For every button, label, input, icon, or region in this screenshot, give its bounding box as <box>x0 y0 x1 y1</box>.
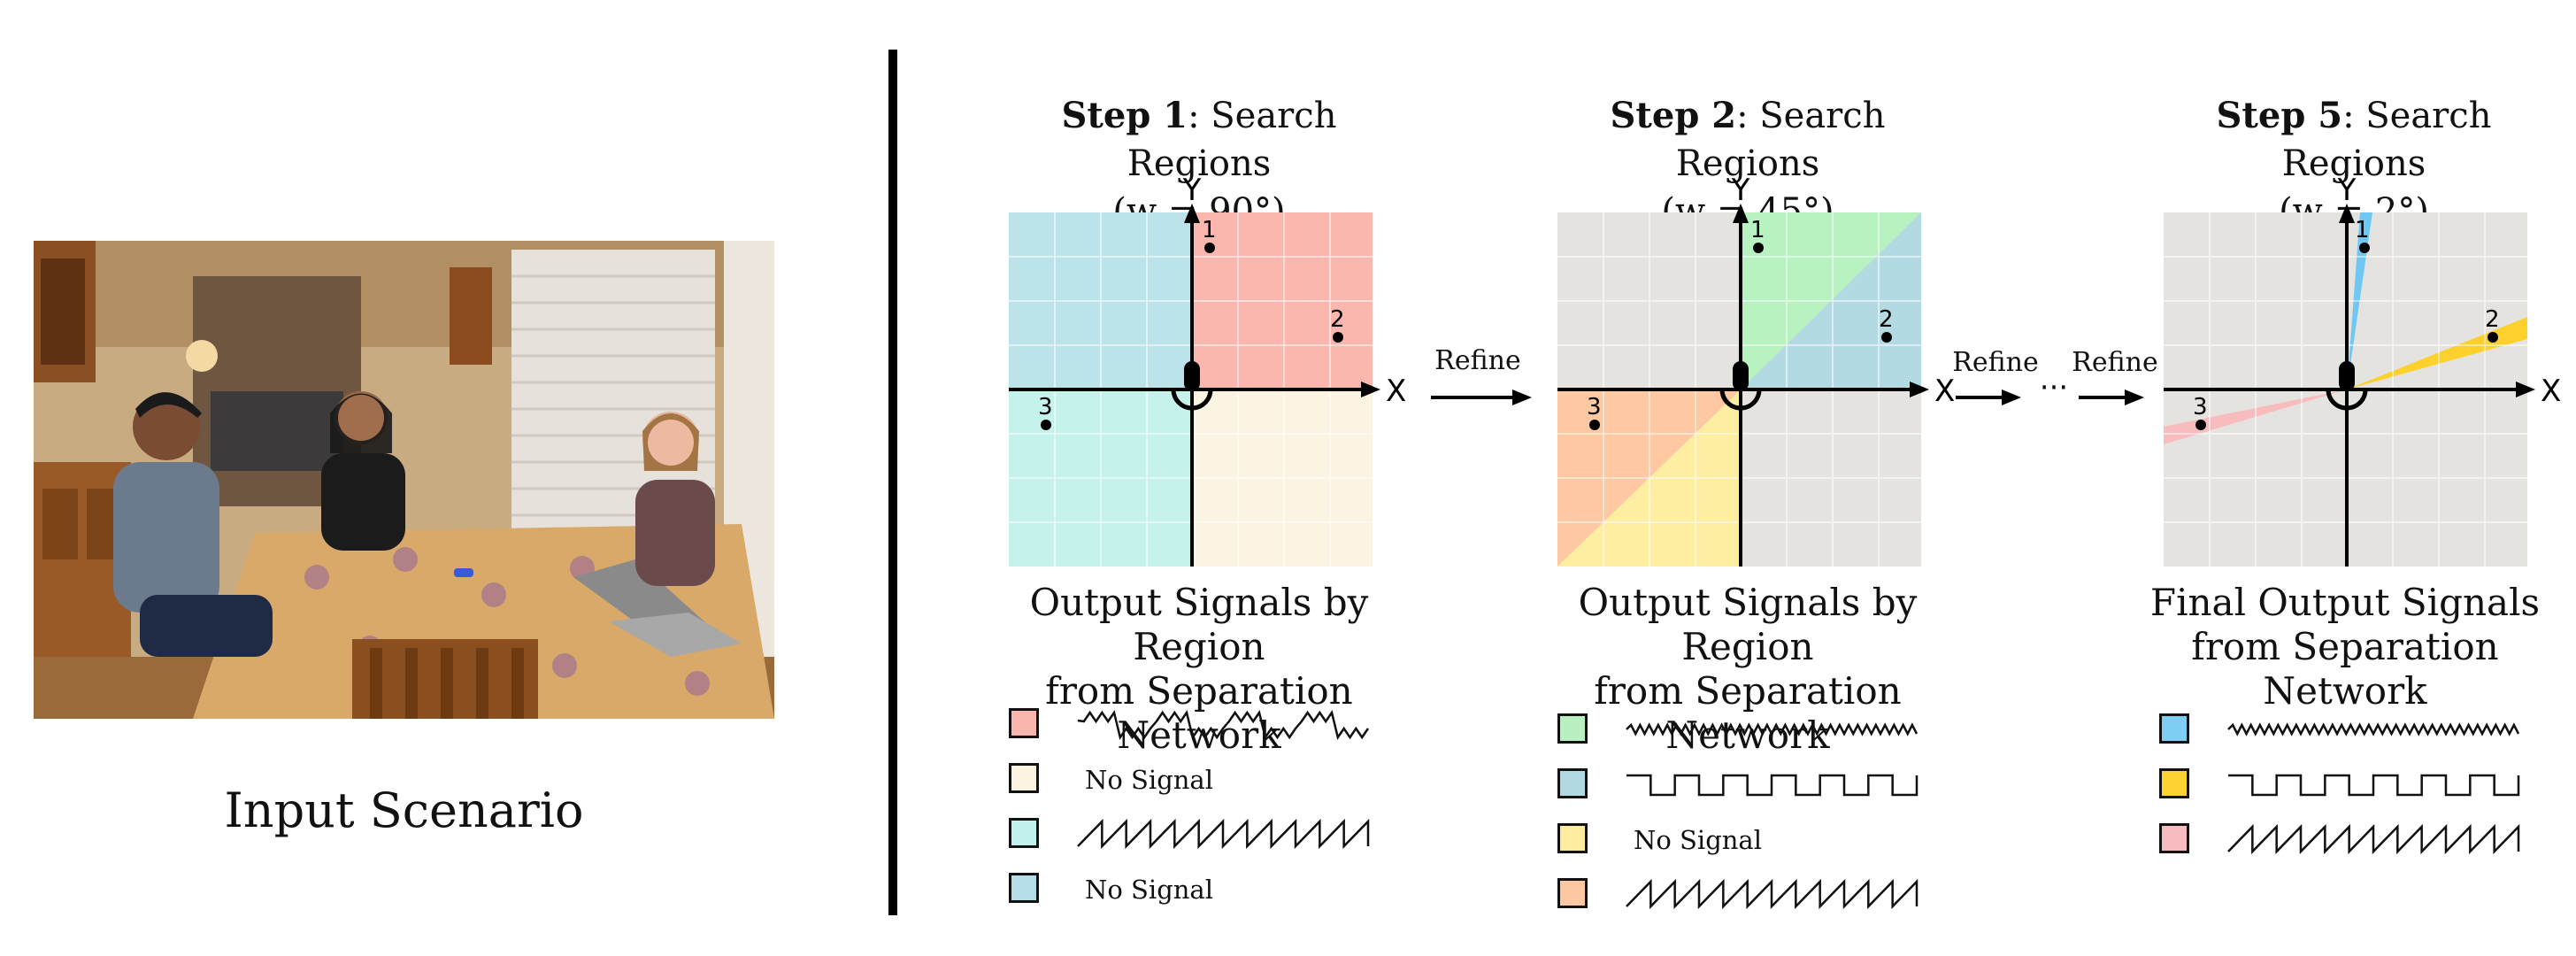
step1-title: Step 1: Search Regions (w = 90°) <box>991 92 1407 235</box>
point-1-label: 1 <box>1750 217 1765 243</box>
vertical-divider <box>888 50 897 915</box>
legend-swatch <box>1009 818 1039 848</box>
point-2 <box>1333 332 1343 343</box>
step5-caption-line1: Final Output Signals <box>2149 581 2541 624</box>
point-1 <box>1753 243 1764 253</box>
no-signal-label: No Signal <box>1634 825 1762 855</box>
point-1 <box>2359 243 2370 253</box>
legend-swatch <box>1009 763 1039 793</box>
square-noise-signal-icon <box>1077 709 1370 741</box>
ellipsis: ··· <box>2039 370 2069 405</box>
x-axis-label: X <box>2541 374 2561 409</box>
step2-title: Step 2: Search Regions (w = 45°) <box>1540 92 1956 235</box>
step2-legend: No Signal <box>1557 713 1929 926</box>
step1-title-rest: : Search Regions <box>1127 96 1337 184</box>
high-frequency-signal-icon <box>2227 722 2520 736</box>
step1-caption-line1: Output Signals by Region <box>1029 581 1369 668</box>
legend-swatch <box>2159 768 2189 798</box>
step1-caption-line2: from Separation Network <box>1045 669 1353 757</box>
step5-caption-line2: from Separation Network <box>2191 625 2499 713</box>
legend-swatch <box>1557 878 1588 908</box>
legend-swatch <box>1557 768 1588 798</box>
step1-caption: Output Signals by Region from Separation… <box>965 581 1434 758</box>
point-2-label: 2 <box>1879 306 1894 333</box>
step2-caption-line2: from Separation Network <box>1594 669 1902 757</box>
legend-swatch <box>1557 823 1588 853</box>
step5-title-rest: : Search Regions <box>2281 96 2492 184</box>
legend-swatch <box>2159 713 2189 744</box>
mic-icon <box>2326 361 2368 414</box>
step1-plot: Y X 1 2 3 <box>1009 173 1406 567</box>
y-axis-label: Y <box>1731 173 1750 208</box>
step2-title-rest: : Search Regions <box>1675 96 1886 184</box>
point-2 <box>2488 332 2498 343</box>
point-3 <box>1041 420 1051 430</box>
x-axis-label: X <box>1934 374 1955 409</box>
sawtooth-signal-icon <box>1077 818 1370 850</box>
x-axis-label: X <box>1386 374 1406 409</box>
step5-caption: Final Output Signals from Separation Net… <box>2124 581 2566 713</box>
sawtooth-signal-icon <box>2227 823 2520 855</box>
point-3 <box>2195 420 2206 430</box>
refine-label-3: Refine <box>2072 347 2158 378</box>
legend-swatch <box>1557 713 1588 744</box>
no-signal-label: No Signal <box>1085 765 1213 795</box>
step1-legend: No Signal No Signal <box>1009 708 1380 921</box>
point-1-label: 1 <box>2355 217 2370 243</box>
legend-swatch <box>1009 708 1039 738</box>
square-signal-icon <box>2228 774 2520 797</box>
room-scene-illustration <box>34 241 774 719</box>
step2-title-bold: Step 2 <box>1610 95 1737 136</box>
mic-icon <box>1171 361 1213 414</box>
point-2 <box>1881 332 1892 343</box>
step2-caption-line1: Output Signals by Region <box>1578 581 1918 668</box>
point-2-label: 2 <box>2485 306 2500 333</box>
legend-swatch <box>1009 873 1039 903</box>
input-scenario-caption: Input Scenario <box>224 783 584 838</box>
point-3-label: 3 <box>2193 394 2208 420</box>
refine-arrow-2 <box>1956 389 2021 405</box>
point-3 <box>1589 420 1600 430</box>
point-2-label: 2 <box>1330 306 1345 333</box>
step2-plot: Y X 1 2 3 <box>1557 173 1955 567</box>
axes <box>1557 204 1929 567</box>
step5-legend <box>2159 713 2531 873</box>
region-yellow-beam <box>2347 317 2527 389</box>
point-3-label: 3 <box>1038 394 1053 420</box>
y-axis-label: Y <box>1182 173 1202 208</box>
point-1-label: 1 <box>1202 217 1217 243</box>
refine-label-2: Refine <box>1952 347 2039 378</box>
high-frequency-signal-icon <box>1626 722 1919 736</box>
refine-arrow-1 <box>1431 389 1532 405</box>
refine-arrow-3 <box>2079 389 2144 405</box>
axes <box>2164 204 2535 567</box>
square-signal-icon <box>1626 774 1919 797</box>
step5-title-bold: Step 5 <box>2216 95 2343 136</box>
no-signal-label: No Signal <box>1085 875 1213 905</box>
step5-plot: Y X 1 2 3 <box>2164 173 2561 567</box>
sawtooth-signal-icon <box>1626 878 1919 910</box>
input-scenario-photo <box>34 241 774 719</box>
refine-label-1: Refine <box>1434 345 1521 376</box>
y-axis-label: Y <box>2337 173 2357 208</box>
point-3-label: 3 <box>1587 394 1602 420</box>
mic-icon <box>1719 361 1762 414</box>
step2-caption: Output Signals by Region from Separation… <box>1513 581 1982 758</box>
legend-swatch <box>2159 823 2189 853</box>
point-1 <box>1204 243 1215 253</box>
axes <box>1009 204 1380 567</box>
step1-title-bold: Step 1 <box>1061 95 1188 136</box>
